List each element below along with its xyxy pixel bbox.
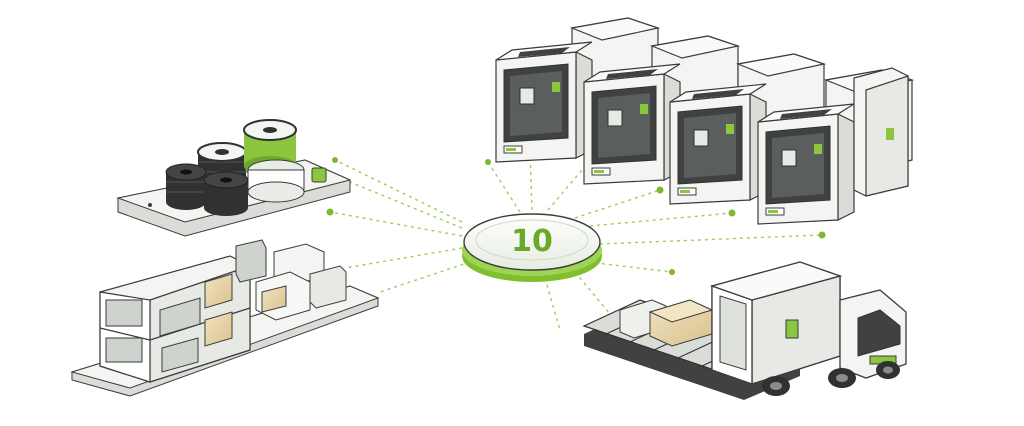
warehouse-icon — [99, 255, 251, 383]
connection-lines — [329, 149, 823, 331]
warehouse-storage-group — [70, 239, 380, 397]
3d-printer-array-group — [495, 17, 915, 225]
spool-icon — [203, 171, 249, 216]
box-stack — [235, 239, 347, 321]
spool-icon — [247, 159, 305, 203]
connection-dots — [326, 157, 826, 323]
spool-icon — [165, 163, 207, 210]
hub-badge: 10 — [462, 213, 602, 282]
printer-icon — [757, 103, 855, 225]
delivery-truck-group — [582, 261, 907, 400]
hub-number: 10 — [511, 224, 553, 259]
printer-icon — [495, 41, 593, 163]
filament-spools-group — [116, 119, 352, 237]
printer-icon — [669, 83, 767, 205]
printer-cabinet — [853, 67, 909, 197]
printer-icon — [583, 63, 681, 185]
truck-icon — [709, 261, 907, 396]
